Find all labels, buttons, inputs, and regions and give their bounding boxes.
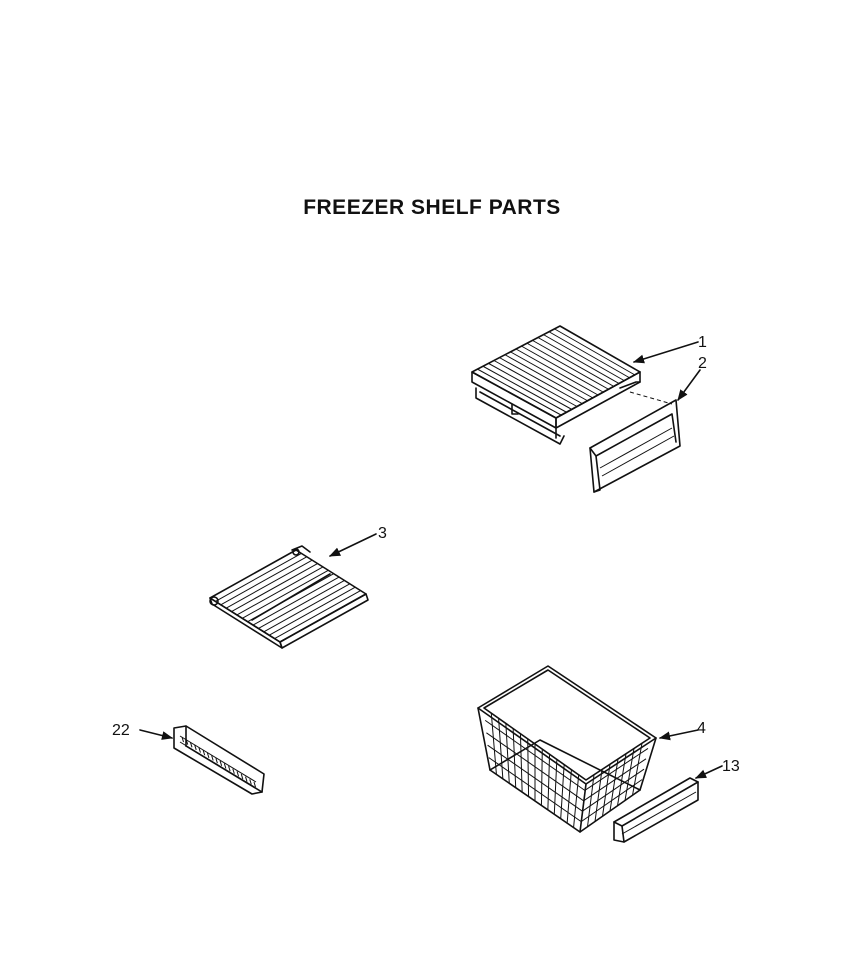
basket-band — [484, 719, 586, 791]
wire-slat — [263, 583, 351, 633]
rail-tick — [232, 768, 235, 774]
shelf-slat — [526, 342, 609, 390]
basket-wire — [617, 753, 627, 806]
basket-wire — [624, 748, 635, 801]
basket-band — [584, 747, 649, 791]
wire-slat — [231, 563, 318, 612]
shelf-slat — [493, 360, 578, 407]
basket-wire — [573, 774, 580, 828]
callout-13: 13 — [722, 758, 740, 775]
basket-wire — [560, 764, 565, 819]
wire-slat — [225, 559, 313, 609]
basket-wire — [632, 743, 643, 796]
wire-slat — [252, 576, 340, 626]
rail-tick — [181, 736, 184, 743]
shelf-slat — [548, 331, 630, 379]
rail-tick — [215, 758, 218, 764]
shelf-slat — [510, 351, 593, 399]
basket-wire — [587, 774, 595, 827]
rail-tick — [236, 771, 240, 777]
trim-part-2[interactable] — [589, 391, 681, 493]
shelf-slat — [537, 337, 620, 384]
rail-tick — [228, 765, 231, 772]
basket-wire — [519, 733, 523, 793]
shelf-slat — [499, 357, 583, 405]
basket-band — [488, 757, 582, 823]
basket-wire — [540, 749, 543, 806]
callout-1: 1 — [698, 334, 707, 351]
leader-part-22 — [139, 729, 174, 740]
shelf-slat — [515, 348, 599, 396]
rail-tick — [245, 776, 248, 782]
leader-part-4 — [658, 729, 699, 741]
rail-tick — [211, 755, 214, 761]
basket-wire — [527, 738, 530, 797]
shelf-slat — [543, 334, 625, 382]
basket-wire — [505, 723, 510, 784]
rail-tick — [198, 747, 201, 753]
leader-part-13 — [694, 765, 723, 779]
wire-slat — [236, 566, 324, 616]
basket-part-4[interactable] — [477, 665, 657, 833]
rail-tick — [223, 763, 227, 769]
basket-band — [583, 758, 647, 802]
leader-part-3 — [328, 533, 377, 557]
basket-wire — [490, 713, 497, 775]
callout-2: 2 — [698, 355, 707, 372]
shelf-slat — [504, 354, 588, 402]
rail-tick — [189, 742, 193, 748]
rail-tick — [194, 744, 197, 751]
basket-band — [487, 744, 583, 812]
rail-tick — [202, 750, 206, 756]
basket-wire — [547, 754, 551, 810]
rail-tick — [185, 739, 189, 745]
callout-22: 22 — [112, 722, 130, 739]
shelf-slat — [532, 339, 614, 387]
basket-wire — [498, 718, 504, 779]
rail-tick — [253, 781, 256, 788]
shelf-slat — [521, 345, 604, 393]
leader-part-1 — [632, 341, 699, 364]
rail-tick — [240, 773, 244, 780]
rail-tick — [249, 779, 252, 785]
basket-wire — [594, 769, 603, 822]
rail-tick — [206, 752, 210, 759]
shelf-slat — [554, 328, 635, 376]
wire-slat — [274, 590, 361, 640]
rail-part-22[interactable] — [173, 725, 265, 795]
shelf-slat — [488, 362, 572, 410]
shelf-slat — [482, 365, 567, 413]
basket-band — [582, 768, 645, 812]
basket-wire — [553, 759, 558, 815]
shelf-slat — [477, 368, 562, 416]
wire-slat — [258, 580, 345, 629]
basket-wire — [602, 764, 611, 817]
wire-slat — [268, 586, 356, 636]
shelf-part-1[interactable] — [471, 325, 641, 445]
shelf-part-3[interactable] — [209, 545, 369, 649]
trim-part-13[interactable] — [613, 777, 699, 843]
callout-3: 3 — [378, 525, 387, 542]
leader-part-2 — [677, 369, 701, 401]
basket-band — [486, 732, 584, 802]
basket-wire — [566, 769, 572, 824]
callout-4: 4 — [697, 720, 706, 737]
rail-tick — [219, 760, 223, 766]
wire-slat — [242, 569, 329, 619]
wire-slat — [220, 556, 308, 606]
diagram-title: FREEZER SHELF PARTS — [303, 196, 561, 219]
wire-slat — [215, 552, 302, 602]
basket-wire — [609, 758, 619, 812]
basket-band — [580, 779, 643, 823]
basket-wire — [512, 728, 517, 788]
